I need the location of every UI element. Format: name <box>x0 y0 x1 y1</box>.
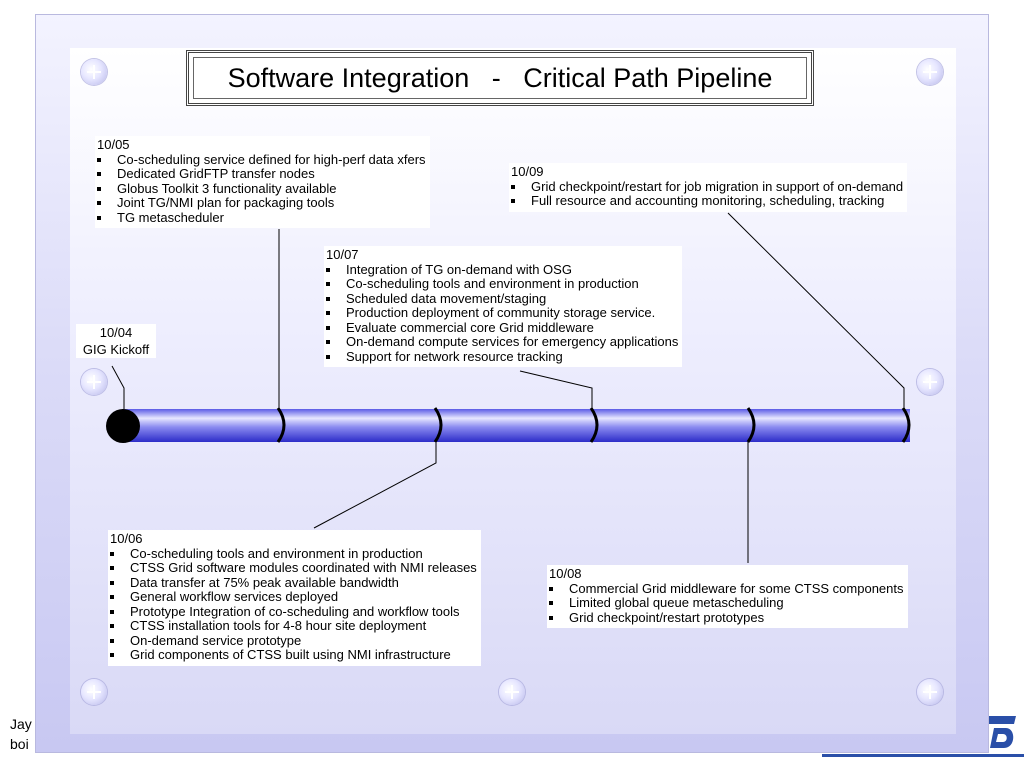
milestone-callout-10-05: 10/05 Co-scheduling service defined for … <box>95 136 430 228</box>
pipeline-start-node <box>106 409 140 443</box>
milestone-item: Joint TG/NMI plan for packaging tools <box>97 195 426 211</box>
milestone-item: Prototype Integration of co-scheduling a… <box>110 604 477 620</box>
segment-joint <box>901 407 911 443</box>
title-frame: Software Integration - Critical Path Pip… <box>186 50 814 106</box>
milestone-item: Co-scheduling tools and environment in p… <box>110 546 477 562</box>
milestone-item: Evaluate commercial core Grid middleware <box>326 320 678 336</box>
footer-text-1: Jay <box>10 716 32 732</box>
milestone-item: Production deployment of community stora… <box>326 305 678 321</box>
screw-icon <box>81 369 107 395</box>
milestone-item: Data transfer at 75% peak available band… <box>110 575 477 591</box>
pipeline-bar <box>122 409 910 442</box>
milestone-list: Grid checkpoint/restart for job migratio… <box>511 179 903 209</box>
milestone-callout-10-08: 10/08 Commercial Grid middleware for som… <box>547 565 908 628</box>
milestone-item: Limited global queue metascheduling <box>549 595 904 611</box>
kickoff-callout: 10/04 GIG Kickoff <box>76 324 156 358</box>
segment-joint <box>276 407 286 443</box>
connector-lines <box>111 212 905 563</box>
milestone-item: Grid checkpoint/restart prototypes <box>549 610 904 626</box>
milestone-item: Dedicated GridFTP transfer nodes <box>97 166 426 182</box>
milestone-callout-10-07: 10/07 Integration of TG on-demand with O… <box>324 246 683 367</box>
pipeline-segment-joints <box>276 407 911 443</box>
screw-icon <box>917 679 943 705</box>
milestone-list: Co-scheduling tools and environment in p… <box>110 546 477 663</box>
screw-icon <box>917 369 943 395</box>
segment-joint <box>589 407 599 443</box>
connector-kickoff <box>111 365 125 409</box>
milestone-item: Grid checkpoint/restart for job migratio… <box>511 179 903 195</box>
screw-icon <box>81 679 107 705</box>
screw-icon <box>81 59 107 85</box>
milestone-item: Globus Toolkit 3 functionality available <box>97 181 426 197</box>
segment-joint <box>433 407 443 443</box>
organization-logo-icon <box>988 716 1016 748</box>
milestone-date: 10/06 <box>110 531 143 546</box>
milestone-item: On-demand service prototype <box>110 633 477 649</box>
milestone-list: Integration of TG on-demand with OSG Co-… <box>326 262 678 365</box>
milestone-item: Support for network resource tracking <box>326 349 678 365</box>
screw-icon <box>499 679 525 705</box>
kickoff-label: GIG Kickoff <box>82 342 150 357</box>
milestone-item: Commercial Grid middleware for some CTSS… <box>549 581 904 597</box>
milestone-callout-10-09: 10/09 Grid checkpoint/restart for job mi… <box>509 163 908 212</box>
milestone-item: CTSS Grid software modules coordinated w… <box>110 560 477 576</box>
connector-10-09 <box>727 212 905 409</box>
milestone-item: CTSS installation tools for 4-8 hour sit… <box>110 618 477 634</box>
milestone-item: Scheduled data movement/staging <box>326 291 678 307</box>
milestone-date: 10/05 <box>97 137 130 152</box>
milestone-item: On-demand compute services for emergency… <box>326 334 678 350</box>
screw-icon <box>917 59 943 85</box>
milestone-item: Full resource and accounting monitoring,… <box>511 193 903 209</box>
footer-text-2: boi <box>10 736 29 752</box>
milestone-list: Co-scheduling service defined for high-p… <box>97 152 426 226</box>
milestone-item: Co-scheduling service defined for high-p… <box>97 152 426 168</box>
page-title: Software Integration - Critical Path Pip… <box>227 62 773 93</box>
connector-10-06 <box>313 442 437 529</box>
milestone-list: Commercial Grid middleware for some CTSS… <box>549 581 904 626</box>
milestone-item: Grid components of CTSS built using NMI … <box>110 647 477 663</box>
segment-joint <box>746 407 756 443</box>
logo-underline <box>822 754 1024 757</box>
milestone-date: 10/08 <box>549 566 582 581</box>
milestone-date: 10/07 <box>326 247 359 262</box>
milestone-item: Integration of TG on-demand with OSG <box>326 262 678 278</box>
milestone-callout-10-06: 10/06 Co-scheduling tools and environmen… <box>108 530 481 666</box>
milestone-date: 10/09 <box>511 164 544 179</box>
milestone-item: General workflow services deployed <box>110 589 477 605</box>
milestone-item: TG metascheduler <box>97 210 426 226</box>
milestone-item: Co-scheduling tools and environment in p… <box>326 276 678 292</box>
kickoff-date: 10/04 <box>99 325 133 340</box>
connector-10-07 <box>519 370 593 409</box>
